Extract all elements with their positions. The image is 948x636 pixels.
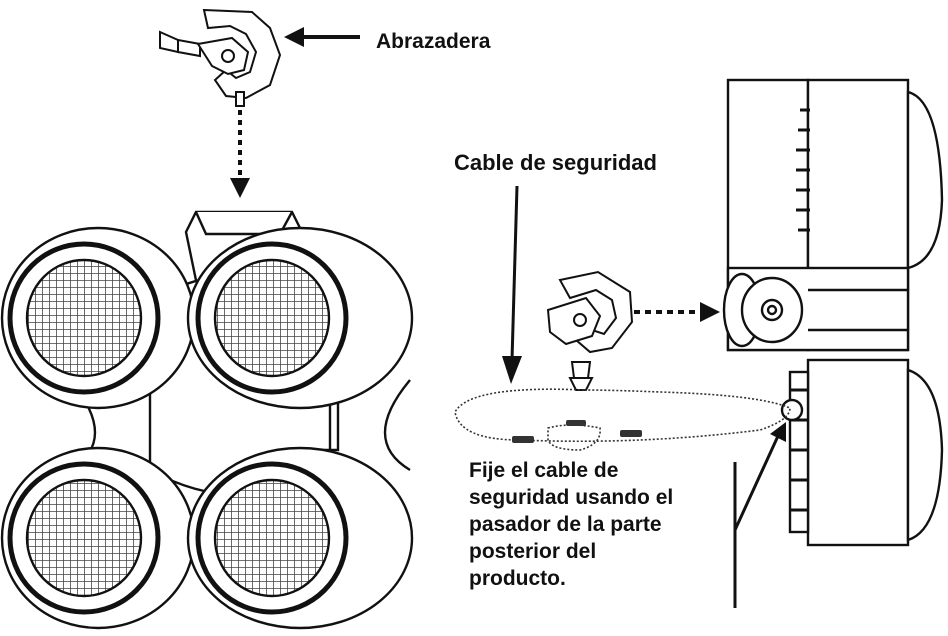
cable-pointer-arrow [502, 185, 522, 384]
pin-pointer-arrow [733, 422, 786, 608]
clamp-label: Abrazadera [376, 30, 491, 53]
instruction-line: posterior del [469, 540, 597, 563]
cable-ferrules [512, 420, 642, 443]
mount-dotted-arrow [230, 110, 250, 198]
clamp-side [546, 270, 634, 391]
instruction-line: Fije el cable de [469, 459, 619, 482]
clamp-pointer-arrow [284, 27, 360, 47]
fixture-front-view [0, 210, 414, 630]
instruction-line: seguridad usando el [469, 486, 674, 509]
safety-cable-label: Cable de seguridad [454, 150, 657, 175]
fixture-side-view [722, 78, 944, 547]
instruction-line: producto. [469, 567, 566, 590]
instruction-line: pasador de la parte [469, 513, 662, 536]
clamp-top [159, 8, 282, 107]
instruction-text: Fije el cable de seguridad usando el pas… [469, 457, 673, 592]
safety-cable [454, 388, 791, 451]
side-dotted-arrow [634, 302, 720, 322]
